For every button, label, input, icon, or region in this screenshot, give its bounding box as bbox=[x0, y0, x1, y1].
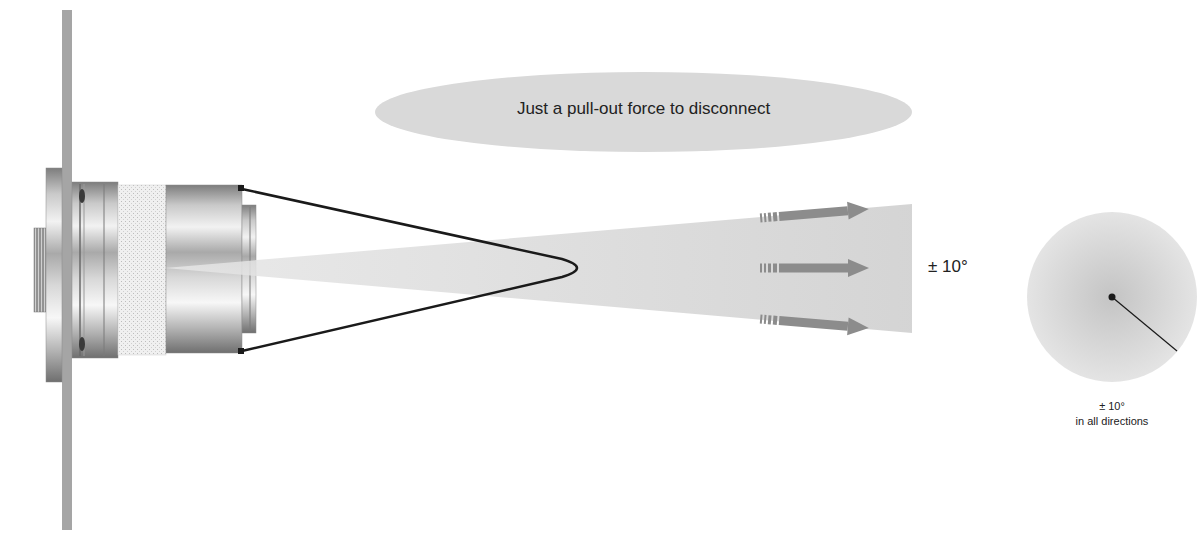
pull-arrow bbox=[760, 259, 869, 277]
radius-line bbox=[1112, 297, 1177, 351]
groove bbox=[84, 184, 85, 356]
panel-plate bbox=[62, 10, 72, 530]
angle-disc-shape bbox=[1027, 212, 1197, 382]
lanyard bbox=[242, 189, 577, 351]
clip bbox=[79, 337, 85, 351]
callout-ellipse: Just a pull-out force to disconnect bbox=[375, 72, 912, 152]
pull-arrow bbox=[759, 310, 869, 337]
callout-text: Just a pull-out force to disconnect bbox=[517, 99, 770, 119]
lanyard-end bbox=[238, 185, 244, 191]
ellipse-shape bbox=[375, 72, 912, 152]
lanyard-end bbox=[238, 348, 244, 354]
clip bbox=[79, 189, 85, 203]
flange bbox=[46, 168, 62, 382]
grip-band bbox=[118, 185, 166, 355]
groove bbox=[104, 184, 105, 356]
angle-label: ± 10° bbox=[928, 257, 968, 277]
groove bbox=[79, 184, 81, 356]
pull-arrow bbox=[759, 200, 869, 227]
disc-caption: ± 10° bbox=[1022, 399, 1201, 414]
angle-cone bbox=[165, 204, 912, 333]
disc-caption: in all directions bbox=[1022, 414, 1201, 429]
receptacle-body bbox=[72, 182, 118, 358]
angle-disc: ± 10°in all directions bbox=[1022, 207, 1201, 429]
disc-outline bbox=[1022, 207, 1201, 387]
center-dot bbox=[1109, 294, 1116, 301]
